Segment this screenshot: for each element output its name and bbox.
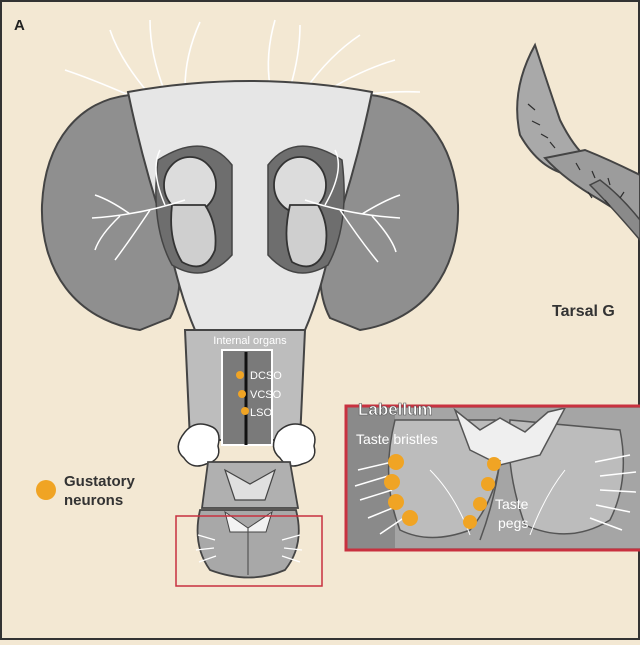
legend-line1: Gustatory bbox=[64, 473, 136, 490]
dcso-label: DCSO bbox=[250, 370, 282, 382]
lso-neuron bbox=[241, 407, 249, 415]
legend-neuron-swatch bbox=[36, 480, 56, 500]
left-antenna bbox=[163, 156, 217, 268]
haustellum-plate bbox=[223, 468, 277, 501]
aristae bbox=[91, 149, 401, 263]
labellum-label: Labellum bbox=[358, 400, 433, 419]
legend-line2: neurons bbox=[64, 492, 123, 509]
dcso-neuron bbox=[236, 371, 244, 379]
taste-pegs-label-line2: pegs bbox=[498, 515, 528, 531]
right-maxillary-palp bbox=[272, 423, 316, 467]
labellum-zoom-content bbox=[387, 408, 640, 548]
lso-label: LSO bbox=[250, 407, 272, 419]
tarsal-label: Tarsal G bbox=[552, 303, 615, 320]
taste-bristles-label: Taste bristles bbox=[356, 431, 438, 447]
tarsal-hairs bbox=[527, 103, 625, 207]
vcso-label: VCSO bbox=[250, 389, 282, 401]
taste-pegs-label-line1: Taste bbox=[495, 496, 529, 512]
labellum-small-inner bbox=[224, 510, 273, 533]
panel-label: A bbox=[14, 17, 25, 34]
left-maxillary-palp bbox=[177, 423, 220, 467]
internal-organs-label: Internal organs bbox=[213, 335, 287, 347]
tarsal-leg bbox=[516, 42, 640, 242]
labellum-neurons bbox=[384, 454, 501, 529]
labellum-highlight-box bbox=[175, 515, 323, 587]
vcso-neuron bbox=[238, 390, 246, 398]
labellum-small-bristles bbox=[195, 534, 303, 563]
right-antenna bbox=[273, 156, 328, 268]
